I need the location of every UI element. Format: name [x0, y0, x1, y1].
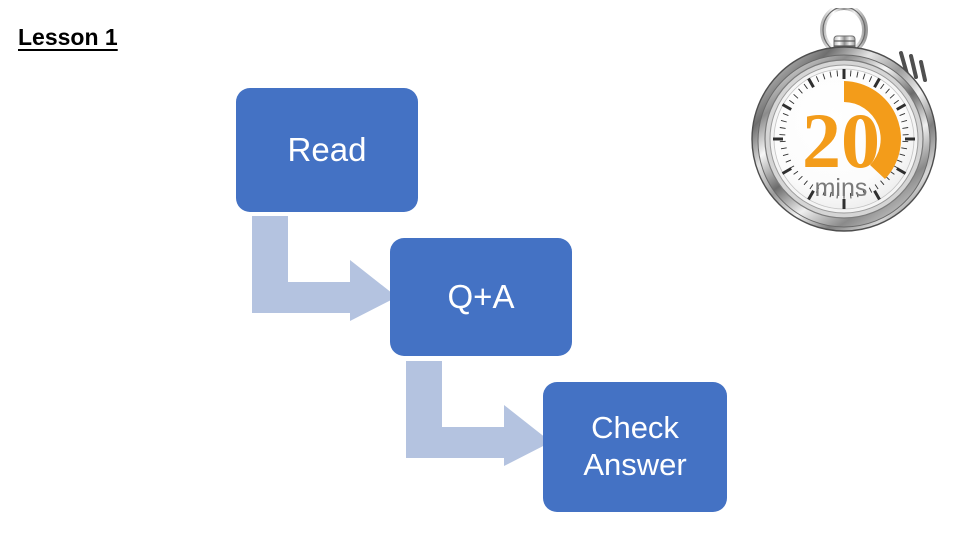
stopwatch-graphic: 20 mins [751, 4, 937, 232]
page-title: Lesson 1 [18, 24, 118, 50]
connector-read-to-qa [252, 216, 397, 321]
flow-step-read[interactable]: Read [236, 88, 418, 212]
stopwatch-ticks [773, 69, 915, 209]
timer-unit: mins [815, 174, 868, 202]
connector-qa-to-check [406, 361, 551, 466]
bent-arrow-down-right-icon [252, 216, 397, 321]
timer-arc [844, 81, 902, 179]
bent-arrow-down-right-icon [406, 361, 551, 466]
flow-step-check-answer-label: Check Answer [583, 410, 687, 482]
timer-value: 20 [802, 97, 880, 184]
flow-step-read-label: Read [287, 130, 367, 168]
flow-step-qa-label: Q+A [447, 277, 515, 315]
stopwatch-icon: 20 mins [735, 4, 957, 236]
flow-step-check-answer[interactable]: Check Answer [543, 382, 727, 512]
flow-step-qa[interactable]: Q+A [390, 238, 572, 356]
